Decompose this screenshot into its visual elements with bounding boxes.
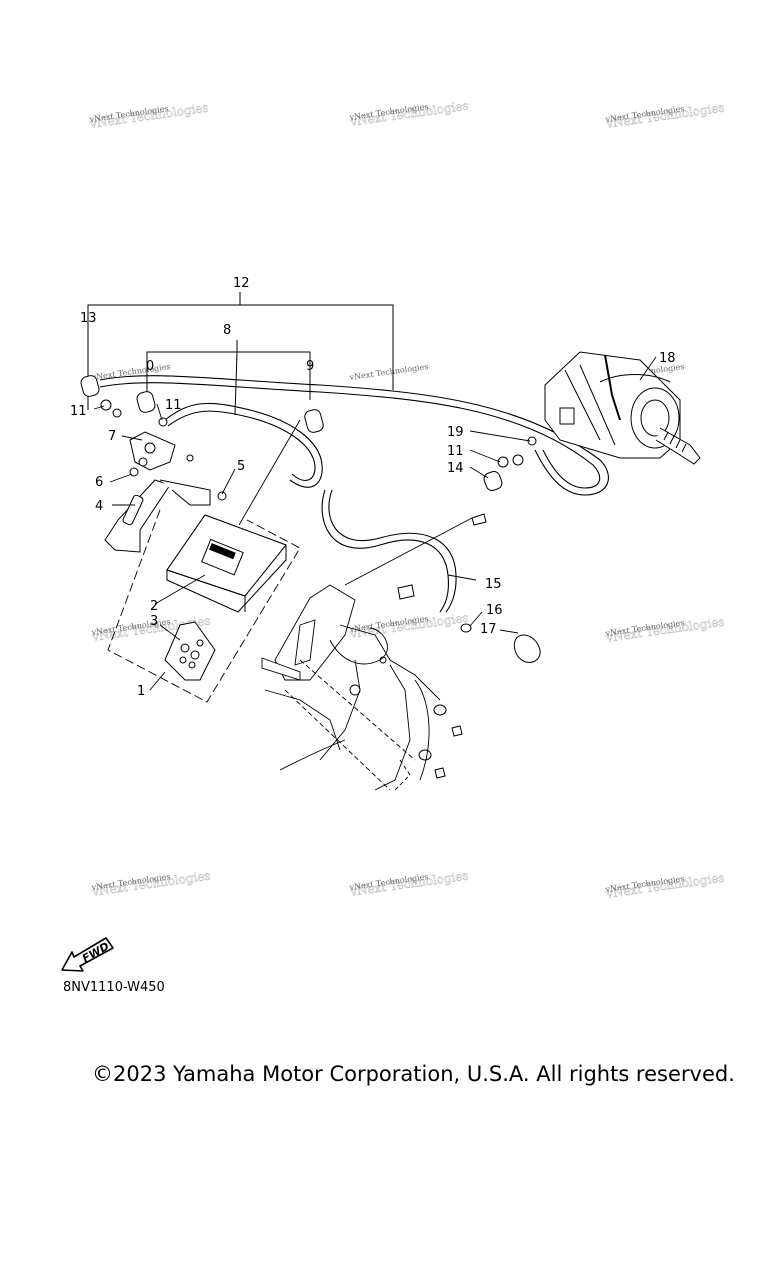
watermark: vNext Technologies (348, 362, 429, 382)
battery-box-outline (107, 509, 301, 703)
battery-pad (164, 621, 216, 681)
callout-2: 2 (150, 599, 158, 614)
callout-11: 11 (447, 444, 464, 459)
callout-9: 9 (306, 359, 314, 374)
callout-13: 13 (80, 311, 97, 326)
callouts: 12 13 8 0 9 18 11 11 7 19 11 14 6 5 4 15… (70, 276, 676, 699)
battery (166, 514, 287, 613)
callout-4: 4 (95, 499, 103, 514)
callout-7: 7 (108, 429, 116, 444)
drawing-code: 8NV1110-W450 (63, 980, 165, 995)
callout-16: 16 (486, 603, 503, 618)
svg-text:vNext Technologies: vNext Technologies (348, 362, 429, 382)
callout-5: 5 (237, 459, 245, 474)
callout-3: 3 (150, 614, 158, 629)
callout-19: 19 (447, 425, 464, 440)
callout-8: 8 (223, 323, 231, 338)
small-parts (80, 375, 541, 779)
watermark: vNext Technologies vNext Technologies (88, 100, 210, 131)
watermark: vNext Technologies vNext Technologies (604, 100, 726, 131)
watermark: vNext Technologies vNext Technologies (348, 98, 470, 129)
watermark: vNext Technologies vNext Technologies (604, 614, 726, 645)
callout-0: 0 (146, 359, 154, 374)
watermark: vNext Technologies vNext Technologies (348, 868, 470, 899)
callout-18: 18 (659, 351, 676, 366)
battery-cable-13 (99, 375, 609, 496)
watermark: vNext Technologies vNext Technologies (604, 870, 726, 901)
callout-brackets (87, 292, 394, 416)
callout-6: 6 (95, 475, 103, 490)
callout-11: 11 (70, 404, 87, 419)
callout-12: 12 (233, 276, 250, 291)
battery-cable-8 (164, 402, 323, 488)
starter-motor (544, 351, 701, 465)
watermark: vNext Technologies vNext Technologies (348, 610, 470, 641)
starter-relay (129, 431, 176, 471)
copyright-notice: ©2023 Yamaha Motor Corporation, U.S.A. A… (92, 1062, 735, 1086)
callout-17: 17 (480, 622, 497, 637)
callout-1: 1 (137, 684, 145, 699)
callout-14: 14 (447, 461, 464, 476)
battery-bracket (104, 479, 211, 553)
callout-15: 15 (485, 577, 502, 592)
hull-frame (261, 584, 441, 791)
watermark: vNext Technologies vNext Technologies (90, 868, 212, 899)
leader-lines (93, 356, 657, 691)
fwd-arrow-icon: FWD (61, 937, 114, 972)
ground-cable-15 (321, 489, 457, 613)
callout-11: 11 (165, 398, 182, 413)
